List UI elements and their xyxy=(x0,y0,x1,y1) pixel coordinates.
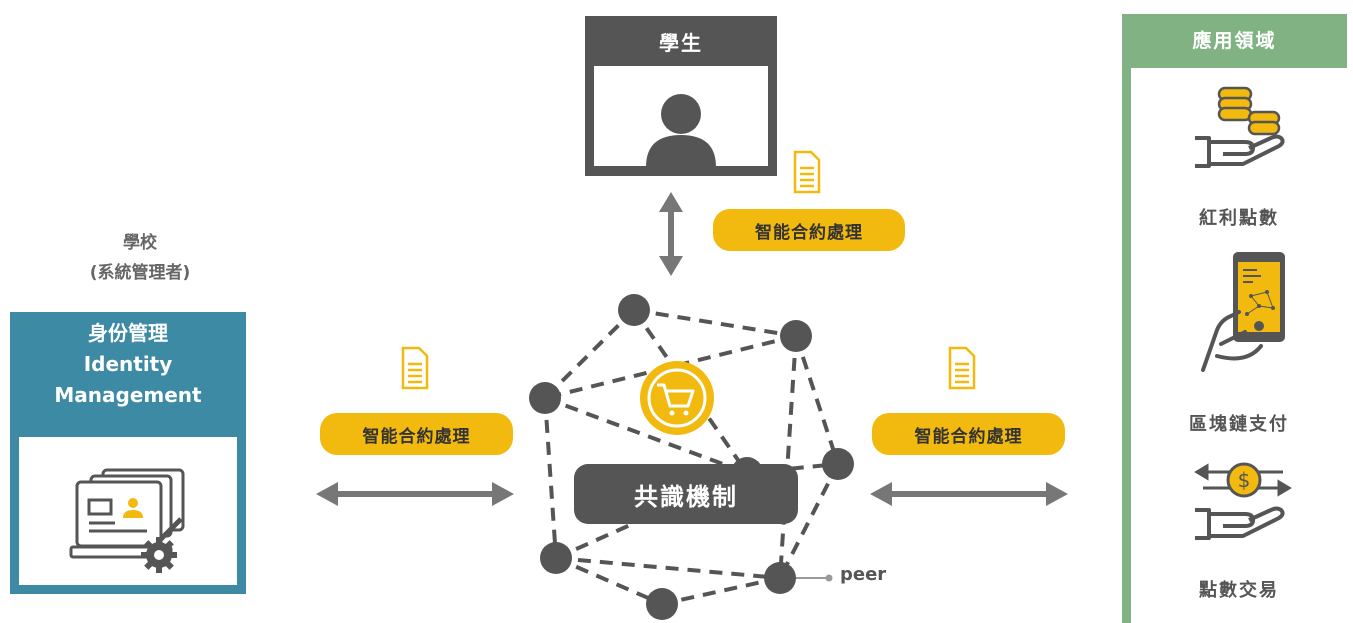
student-arrow xyxy=(659,192,683,276)
phone-payment-icon xyxy=(1201,252,1285,372)
network-edge xyxy=(661,576,781,606)
peer-node xyxy=(764,562,796,594)
peer-pointer-dot xyxy=(825,574,833,582)
student-title: 學生 xyxy=(659,30,703,55)
document-icon xyxy=(401,346,429,390)
coins-hand-icon xyxy=(1195,86,1285,168)
identity-title: 身份管理 Identity Management xyxy=(10,318,246,411)
peer-node xyxy=(780,320,812,352)
application-item-label: 紅利點數 xyxy=(1199,208,1279,229)
network-edge xyxy=(544,396,748,475)
left-arrow xyxy=(316,482,514,506)
application-body: 紅利點數 xyxy=(1131,68,1347,623)
peer-node xyxy=(618,294,650,326)
application-panel: 應用領域 紅利點數 xyxy=(1122,14,1347,623)
id-cards-gear-icon xyxy=(69,468,185,573)
identity-title-en2: Management xyxy=(54,383,202,407)
person-icon xyxy=(646,94,716,167)
identity-management-box: 身份管理 Identity Management xyxy=(10,312,246,594)
peer-node xyxy=(646,588,678,620)
contract-tag-right: 智能合約處理 xyxy=(872,413,1065,455)
document-icon xyxy=(948,346,976,390)
svg-text:$: $ xyxy=(1238,468,1251,492)
school-name: 學校 xyxy=(123,233,157,253)
student-body xyxy=(594,66,768,167)
application-title: 應用領域 xyxy=(1192,29,1277,52)
network-edge xyxy=(778,335,798,579)
identity-title-zh: 身份管理 xyxy=(88,321,168,345)
school-role: (系統管理者) xyxy=(89,263,191,283)
application-item-label: 點數交易 xyxy=(1199,580,1279,601)
network-edge xyxy=(555,556,781,580)
dollar-exchange-icon: $ xyxy=(1194,462,1292,540)
peer-label: peer xyxy=(840,564,887,585)
network-edge xyxy=(543,397,558,559)
contract-tag-left: 智能合約處理 xyxy=(320,413,513,455)
network-edge xyxy=(555,471,748,560)
student-box: 學生 xyxy=(585,16,777,176)
right-arrow xyxy=(870,482,1068,506)
identity-title-en1: Identity xyxy=(83,352,173,376)
school-caption: 學校 (系統管理者) xyxy=(40,228,240,288)
network-edge xyxy=(633,308,797,338)
network-edge xyxy=(555,556,663,606)
application-item-label: 區塊鏈支付 xyxy=(1189,414,1289,435)
peer-node xyxy=(822,448,854,480)
consensus-label: 共識機制 xyxy=(574,464,798,524)
peer-node xyxy=(529,382,561,414)
identity-body xyxy=(19,437,237,585)
network-edge xyxy=(794,335,840,465)
peer-node xyxy=(540,542,572,574)
contract-tag-top: 智能合約處理 xyxy=(713,209,905,251)
network-edge xyxy=(543,308,636,400)
cart-icon xyxy=(640,361,714,435)
document-icon xyxy=(793,150,821,194)
